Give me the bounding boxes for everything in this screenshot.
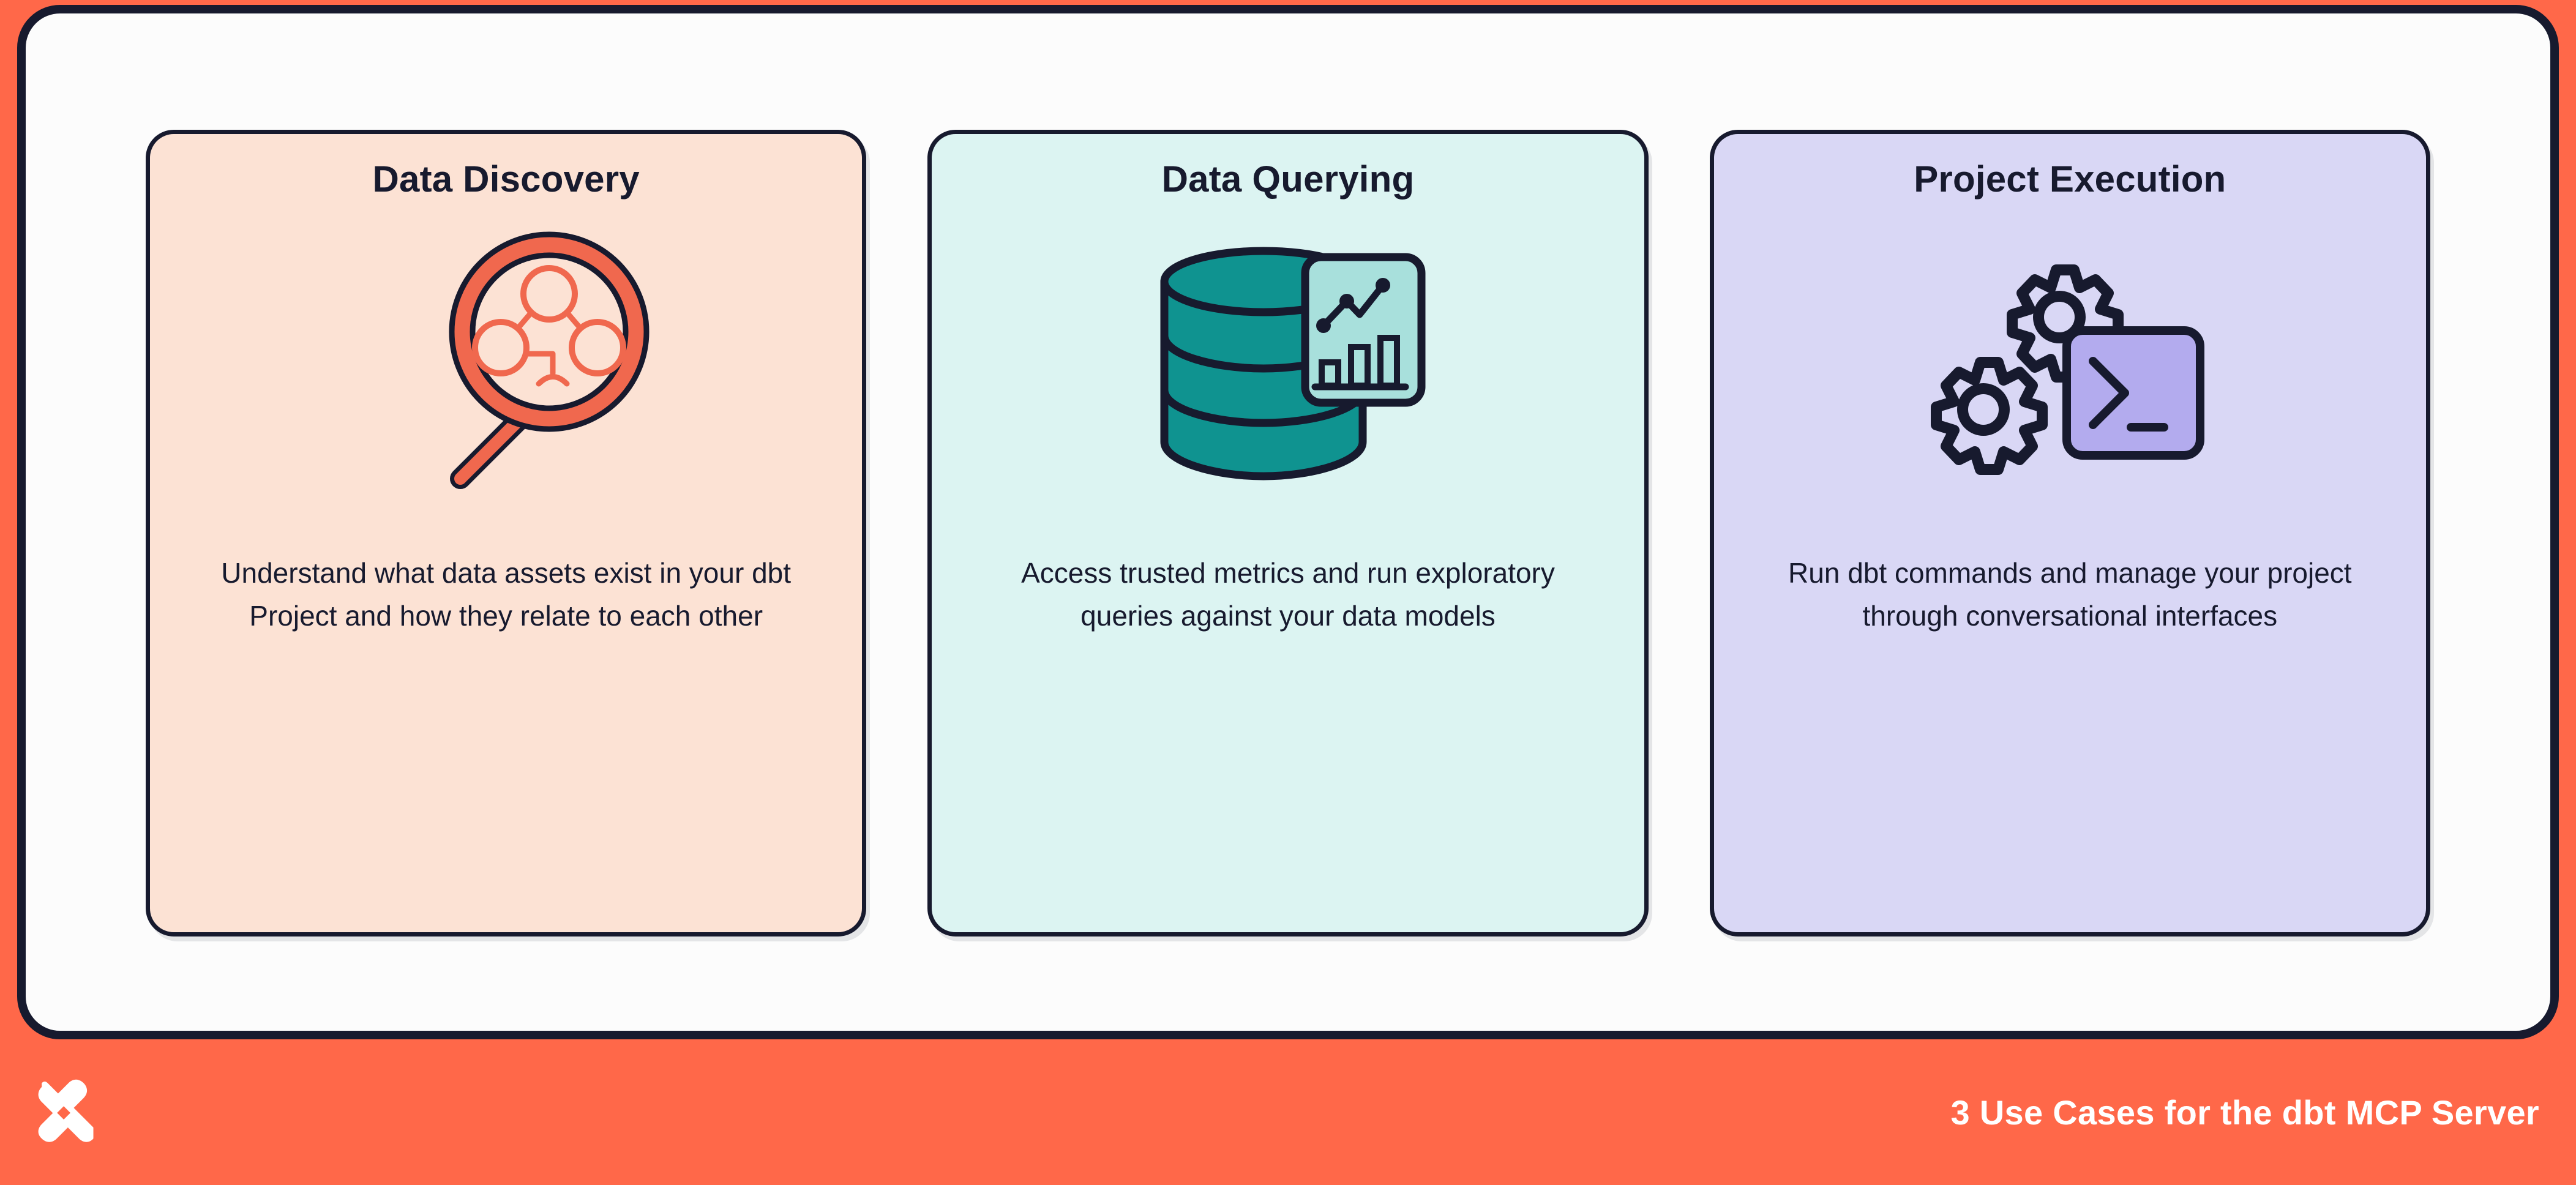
dbt-logo-icon — [29, 1078, 97, 1146]
card-title: Data Querying — [1161, 159, 1415, 200]
database-analytics-icon — [967, 209, 1608, 528]
card-body: Run dbt commands and manage your project… — [1788, 557, 2352, 632]
magnifying-glass-lineage-icon — [185, 209, 826, 528]
card-title: Data Discovery — [372, 159, 640, 200]
card-body: Access trusted metrics and run explorato… — [1021, 557, 1555, 632]
gear-icon — [1931, 357, 2048, 475]
card-project-execution: Project Execution Run dbt commands a — [1709, 130, 2430, 936]
card-body: Understand what data assets exist in you… — [221, 557, 792, 632]
card-data-querying: Data Querying — [927, 130, 1649, 936]
card-data-discovery: Data Discovery Understand what data — [146, 130, 867, 936]
footer-bar: 3 Use Cases for the dbt MCP Server — [0, 1039, 2576, 1185]
card-title: Project Execution — [1914, 159, 2226, 200]
gears-terminal-icon — [1750, 209, 2391, 528]
footer-title: 3 Use Cases for the dbt MCP Server — [1950, 1093, 2539, 1132]
content-panel: Data Discovery Understand what data — [17, 5, 2559, 1039]
